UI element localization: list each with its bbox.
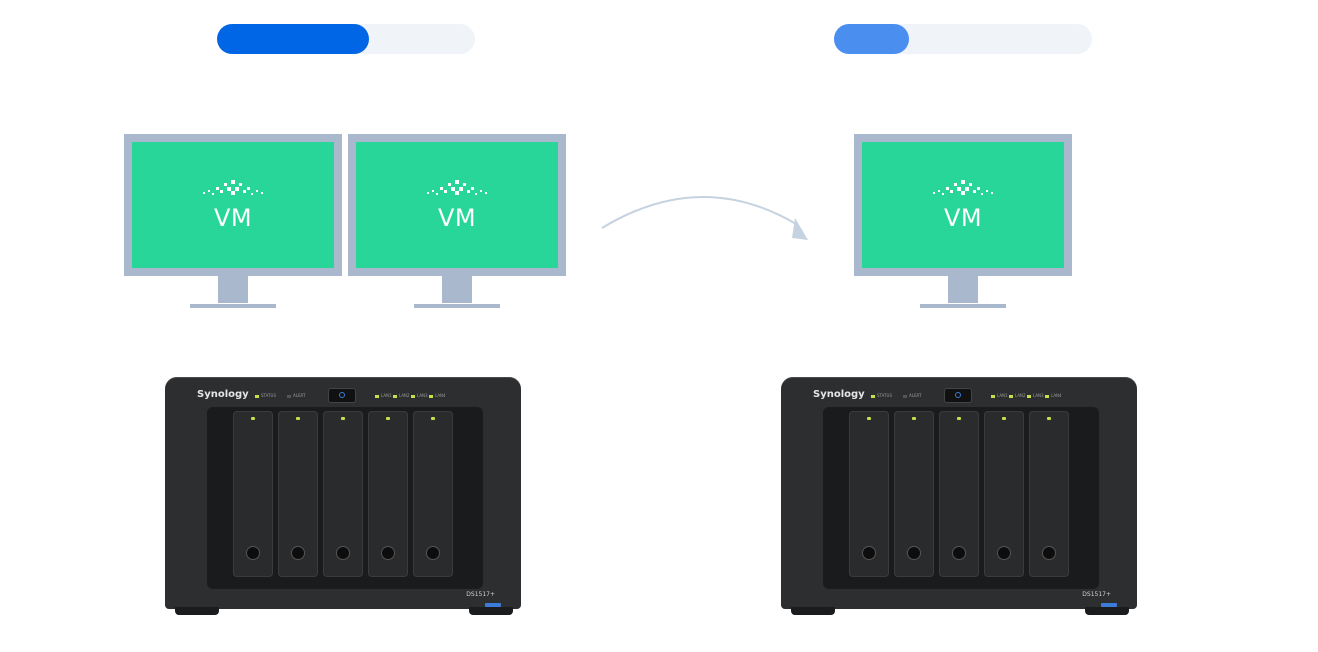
monitor-stand-neck [948, 276, 978, 303]
nas-indicator-lan3: LAN3 [1027, 393, 1044, 398]
drive-bay [368, 411, 408, 577]
vm-monitor-left-1: VM [124, 134, 342, 310]
progress-bar-left [217, 24, 475, 54]
power-button [329, 389, 355, 402]
drive-bay [1029, 411, 1069, 577]
monitor-stand-neck [218, 276, 248, 303]
drive-bay [894, 411, 934, 577]
nas-device-right: Synology STATUS ALERT LAN1 LAN2 LAN3 LAN… [781, 377, 1139, 617]
drive-bay [849, 411, 889, 577]
monitor-stand-base [190, 304, 276, 308]
nas-indicator-lan3: LAN3 [411, 393, 428, 398]
drive-bay [278, 411, 318, 577]
nas-indicator-lan4: LAN4 [429, 393, 446, 398]
vm-monitor-right-1: VM [854, 134, 1072, 310]
nas-indicator-lan4: LAN4 [1045, 393, 1062, 398]
nas-model: DS1517+ [1082, 591, 1111, 598]
power-icon [955, 392, 961, 398]
progress-fill-right [834, 24, 909, 54]
monitor-screen: VM [862, 142, 1064, 268]
usb-port [1101, 603, 1117, 607]
nas-indicator-lan1: LAN1 [991, 393, 1008, 398]
monitor-stand-base [920, 304, 1006, 308]
vm-label: VM [943, 204, 983, 232]
usb-port [485, 603, 501, 607]
drive-bay [323, 411, 363, 577]
nas-indicator-status: STATUS [871, 393, 892, 398]
nas-indicator-status: STATUS [255, 393, 276, 398]
vm-label: VM [437, 204, 477, 232]
nas-brand: Synology [813, 389, 865, 400]
vm-dots-icon [203, 180, 263, 195]
nas-foot [469, 607, 513, 615]
vm-label: VM [213, 204, 253, 232]
nas-foot [791, 607, 835, 615]
monitor-screen: VM [356, 142, 558, 268]
power-icon [339, 392, 345, 398]
nas-model: DS1517+ [466, 591, 495, 598]
nas-foot [175, 607, 219, 615]
vm-dots-icon [427, 180, 487, 195]
drive-bay [984, 411, 1024, 577]
drive-bay [939, 411, 979, 577]
monitor-stand-base [414, 304, 500, 308]
nas-indicator-lan1: LAN1 [375, 393, 392, 398]
nas-indicator-alert: ALERT [287, 393, 305, 398]
nas-brand: Synology [197, 389, 249, 400]
nas-device-left: Synology STATUS ALERT LAN1 LAN2 LAN3 LAN… [165, 377, 523, 617]
progress-fill-left [217, 24, 370, 54]
monitor-screen: VM [132, 142, 334, 268]
nas-indicator-lan2: LAN2 [393, 393, 410, 398]
nas-indicator-lan2: LAN2 [1009, 393, 1026, 398]
curved-arrow-icon [601, 195, 808, 240]
power-button [945, 389, 971, 402]
progress-bar-right [834, 24, 1092, 54]
monitor-stand-neck [442, 276, 472, 303]
vm-dots-icon [933, 180, 993, 195]
nas-foot [1085, 607, 1129, 615]
drive-bay [233, 411, 273, 577]
drive-bay [413, 411, 453, 577]
vm-monitor-left-2: VM [348, 134, 566, 310]
nas-indicator-alert: ALERT [903, 393, 921, 398]
